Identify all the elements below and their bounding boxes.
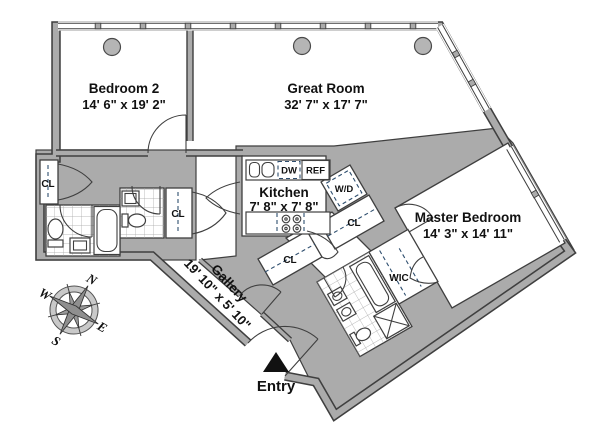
closet-label: CL [347,218,360,229]
compass-needle-ew [49,295,99,325]
master-bedroom-dims: 14' 3" x 14' 11" [423,226,513,241]
closet-label: CL [283,255,296,266]
sink-icon [332,291,343,301]
great-room-dims: 32' 7" x 17' 7" [284,97,368,112]
doors [57,114,439,377]
toilet-icon [127,213,147,228]
closet-rod [327,207,378,237]
bedroom2-label: Bedroom 2 [89,81,160,96]
bathroom-2 [121,190,147,228]
sink-icon [341,307,352,317]
entry-label: Entry [257,378,296,395]
master-door-arc [394,203,434,233]
vanity-icon [335,301,357,323]
kitchen-counter-top [245,159,331,181]
column [102,37,122,57]
window-wall-master [505,145,566,244]
refrigerator-box [301,159,330,181]
toilet-icon [355,327,372,342]
master-bedroom-label: Master Bedroom [415,210,522,225]
kitchen-sink-icon [261,161,275,178]
kitchen-door [205,181,241,215]
compass-north-label: N [83,270,100,288]
counter-divider [276,213,305,233]
walk-in-closet-label: WIC [389,273,408,284]
kitchen-dims: 7' 8" x 7' 8" [249,199,318,214]
column [413,36,433,56]
sink-icon [72,240,88,251]
sink-icon [124,192,137,205]
master-bath-wing [316,228,439,358]
compass-rose: N E S W [36,270,110,349]
tub-basin-icon [355,261,390,307]
entry-door-arc [247,325,319,377]
refrigerator-label: REF [306,166,325,177]
entry-marker-icon [263,352,289,372]
compass-east-label: E [94,318,110,336]
column [292,36,312,56]
washer-dryer-label: W/D [335,184,354,195]
closet-b-door [306,230,339,260]
window-glass-band [58,21,438,31]
window-wall-northeast [436,23,491,113]
window-glass-lines [58,22,438,30]
closet-1-floor [39,159,59,205]
closet-a-floor [319,194,385,250]
vanity-icon [326,286,348,307]
interior-wall [56,26,243,156]
tub-icon [93,205,121,256]
closet-shelf-dashes [379,248,422,296]
kitchen-sink-icon [248,161,261,178]
kitchen-counter-bottom [245,211,331,235]
bedroom2-dims: 14' 6" x 19' 2" [82,97,166,112]
sink-cabinet-icon [121,190,140,207]
kitchen-label: Kitchen [259,185,309,200]
closet-rod [264,243,316,273]
compass-south-label: S [49,332,63,349]
hall-door-arc [239,284,282,315]
shower-x-icon [373,303,410,339]
bathroom-1 [47,205,121,256]
bedroom2-door-arc [147,114,187,154]
closet-label: CL [41,179,54,190]
closet1-door [57,163,93,201]
toilet-tank-icon [47,239,64,248]
dishwasher-label: DW [281,166,297,177]
tub-icon [348,254,397,314]
tub-basin-icon [96,208,118,253]
master-bath-door-arc [323,266,347,298]
closet-label: CL [171,209,184,220]
wic-door [409,256,439,284]
vanity-icon [69,237,91,254]
stove-icon [281,214,302,233]
closet3-door [191,191,227,235]
bathroom2-door-arc [131,185,161,215]
bathroom1-door-arc [59,204,93,238]
kitchen [245,159,331,235]
dishwasher-box [277,160,301,180]
toilet-icon [47,218,64,240]
window-wall-north [58,21,438,31]
laundry-closet-floor [320,164,368,212]
great-room-label: Great Room [287,81,364,96]
window-mullions [94,22,417,30]
toilet-tank-icon [121,213,129,228]
closet-3-floor [165,187,193,239]
